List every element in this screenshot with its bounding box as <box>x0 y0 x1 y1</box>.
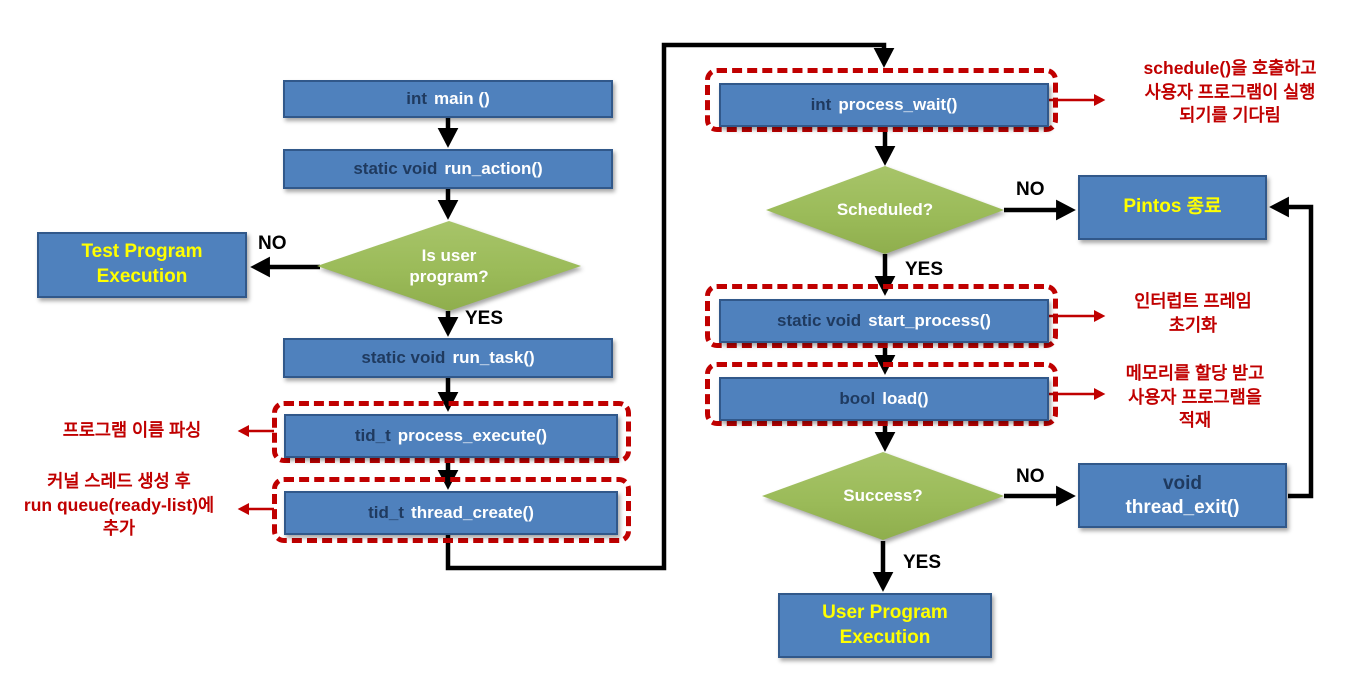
node-thread-create-name: thread_create() <box>411 503 534 522</box>
node-main-name: main () <box>434 89 490 108</box>
node-run-action: static void run_action() <box>283 149 613 189</box>
node-test-program-execution: Test Program Execution <box>37 232 247 298</box>
edge-label-no-success: NO <box>1016 466 1045 487</box>
annotation-kernel-thread: 커널 스레드 생성 후 run queue(ready-list)에 추가 <box>23 471 215 539</box>
decision-is-user-program: Is user program? <box>317 221 581 311</box>
node-pintos-exit: Pintos 종료 <box>1078 175 1267 240</box>
node-process-wait: int process_wait() <box>719 83 1049 127</box>
node-main: int main () <box>283 80 613 118</box>
node-load: bool load() <box>719 377 1049 421</box>
node-user-program-execution: User Program Execution <box>778 593 992 658</box>
highlight-load: bool load() <box>705 362 1058 426</box>
highlight-process-execute: tid_t process_execute() <box>272 401 631 463</box>
edge-label-no-is-user: NO <box>258 233 287 254</box>
node-process-wait-name: process_wait() <box>838 95 958 114</box>
edge-thread-create-to-process-wait <box>445 42 895 571</box>
decision-success: Success? <box>762 452 1004 540</box>
highlight-process-wait: int process_wait() <box>705 68 1058 132</box>
edge-label-yes-scheduled: YES <box>905 259 944 280</box>
diamond-shape: Scheduled? <box>766 166 1004 254</box>
node-thread-exit-name: thread_exit() <box>1125 496 1240 518</box>
node-pintos-exit-label: Pintos 종료 <box>1123 196 1222 218</box>
annotation-memory-load: 메모리를 할당 받고 사용자 프로그램을 적재 <box>1125 363 1265 431</box>
highlight-start-process: static void start_process() <box>705 284 1058 348</box>
annotation-schedule-wait: schedule()을 호출하고 사용자 프로그램이 실행 되기를 기다림 <box>1143 58 1317 126</box>
node-test-program-execution-label: Test Program Execution <box>81 241 203 287</box>
node-load-type: bool <box>839 389 876 408</box>
node-process-execute: tid_t process_execute() <box>284 414 618 458</box>
node-run-task: static void run_task() <box>283 338 613 378</box>
edge-label-no-scheduled: NO <box>1016 179 1045 200</box>
decision-is-user-program-label: Is user program? <box>409 245 489 286</box>
edge-label-yes-success: YES <box>903 552 942 573</box>
node-run-task-type: static void <box>361 348 446 367</box>
node-thread-create: tid_t thread_create() <box>284 491 618 535</box>
node-process-execute-type: tid_t <box>354 426 391 445</box>
node-run-action-type: static void <box>353 159 438 178</box>
diamond-shape: Is user program? <box>317 221 581 311</box>
node-process-wait-type: int <box>810 95 832 114</box>
node-main-type: int <box>406 89 428 108</box>
annotation-parse-name: 프로그램 이름 파싱 <box>62 420 202 440</box>
node-user-program-execution-label: User Program Execution <box>822 601 948 648</box>
diamond-shape: Success? <box>762 452 1004 540</box>
node-load-name: load() <box>882 389 929 408</box>
node-thread-exit: void thread_exit() <box>1078 463 1287 528</box>
node-thread-create-type: tid_t <box>368 503 405 522</box>
decision-scheduled: Scheduled? <box>766 166 1004 254</box>
node-start-process: static void start_process() <box>719 299 1049 343</box>
edge-label-yes-is-user: YES <box>465 308 504 329</box>
annotation-interrupt-frame: 인터럽트 프레임 초기화 <box>1134 291 1252 335</box>
node-start-process-type: static void <box>777 311 862 330</box>
edge-thread-exit-to-pintos-exit <box>1269 196 1314 499</box>
decision-scheduled-label: Scheduled? <box>836 200 934 220</box>
decision-success-label: Success? <box>843 486 923 506</box>
node-thread-exit-type: void <box>1162 472 1203 494</box>
node-run-action-name: run_action() <box>444 159 543 178</box>
node-run-task-name: run_task() <box>452 348 535 367</box>
node-process-execute-name: process_execute() <box>397 426 548 445</box>
node-start-process-name: start_process() <box>868 311 991 330</box>
highlight-thread-create: tid_t thread_create() <box>272 477 631 543</box>
